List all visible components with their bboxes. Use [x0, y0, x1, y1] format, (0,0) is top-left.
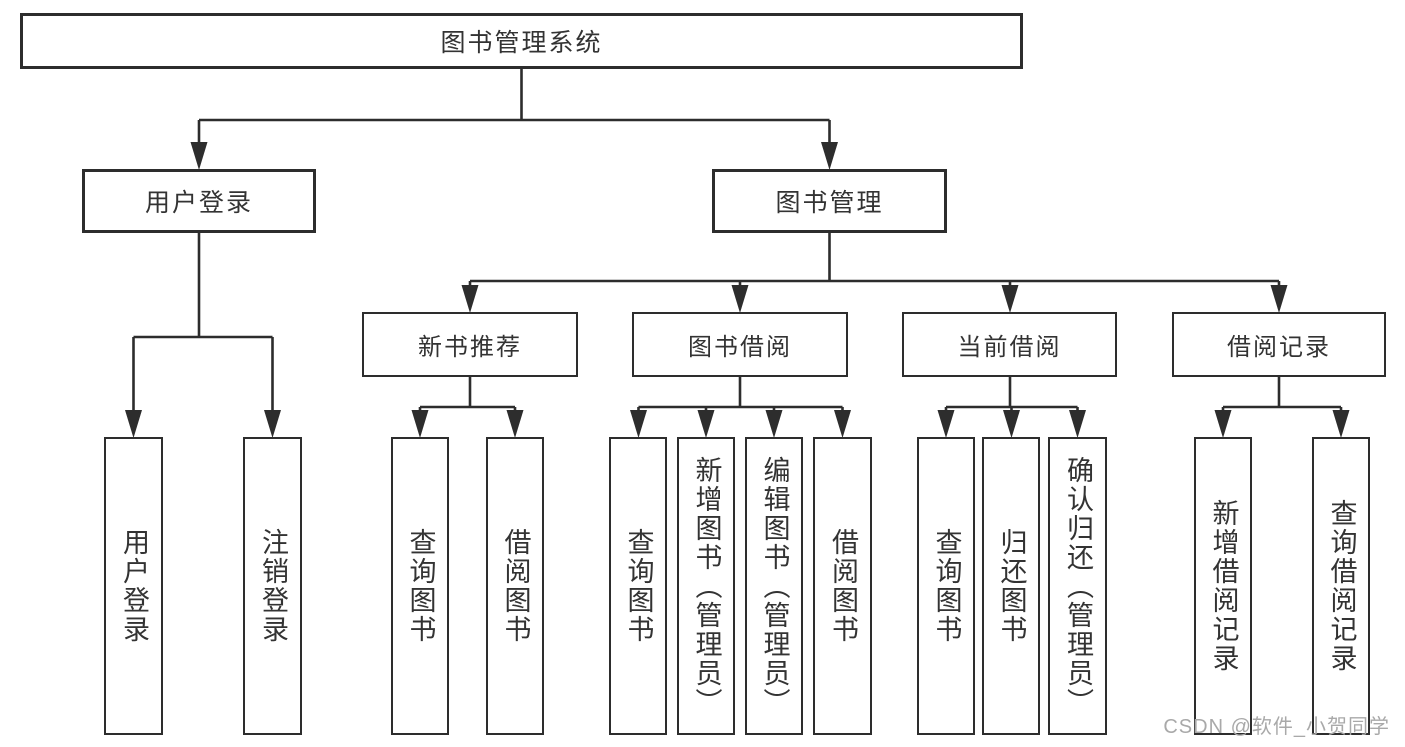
node-label: 注销登录 [258, 528, 288, 644]
node-label: 借阅记录 [1227, 334, 1331, 361]
node-label: 用户登录 [144, 189, 253, 217]
node-label: 新增借阅记录 [1208, 499, 1239, 673]
node-book-borrowing: 图书借阅 [632, 312, 848, 377]
node-label: 当前借阅 [957, 334, 1062, 361]
leaf-edit-book-admin: 编辑图书（管理员） [745, 437, 803, 735]
node-current-borrowing: 当前借阅 [902, 312, 1117, 377]
node-user-login: 用户登录 [82, 169, 316, 233]
node-label: 查询图书 [405, 528, 436, 644]
leaf-return-book: 归还图书 [982, 437, 1040, 735]
node-label: 图书管理系统 [440, 29, 603, 57]
node-label: 图书借阅 [688, 334, 792, 361]
leaf-query-books-recommend: 查询图书 [391, 437, 449, 735]
arrowheads [125, 142, 1350, 438]
node-label: 借阅图书 [500, 528, 531, 644]
csdn-watermark: CSDN @软件_小贺同学 [1163, 716, 1390, 738]
node-library-management-system: 图书管理系统 [20, 13, 1023, 69]
leaf-user-login: 用户登录 [104, 437, 163, 735]
node-new-book-recommend: 新书推荐 [362, 312, 578, 377]
node-label: 用户登录 [119, 528, 149, 644]
node-label: 图书管理 [775, 189, 884, 217]
node-label: 查询图书 [931, 528, 962, 644]
node-label: 新书推荐 [418, 334, 522, 361]
node-label: 借阅图书 [828, 528, 858, 644]
leaf-borrow-books: 借阅图书 [813, 437, 872, 735]
node-label: 确认归还（管理员） [1063, 455, 1093, 717]
leaf-query-books-current: 查询图书 [917, 437, 975, 735]
leaf-borrow-books-recommend: 借阅图书 [486, 437, 544, 735]
leaf-add-book-admin: 新增图书（管理员） [677, 437, 735, 735]
leaf-logout: 注销登录 [243, 437, 302, 735]
leaf-add-borrow-record: 新增借阅记录 [1194, 437, 1252, 735]
leaf-confirm-return-admin: 确认归还（管理员） [1048, 437, 1107, 735]
node-label: 查询图书 [623, 528, 654, 644]
node-borrowing-records: 借阅记录 [1172, 312, 1386, 377]
node-label: 查询借阅记录 [1326, 499, 1357, 673]
leaf-query-books-borrowing: 查询图书 [609, 437, 667, 735]
leaf-query-borrow-record: 查询借阅记录 [1312, 437, 1370, 735]
node-label: 新增图书（管理员） [691, 455, 722, 717]
node-label: 编辑图书（管理员） [759, 455, 790, 717]
node-book-management: 图书管理 [712, 169, 947, 233]
node-label: 归还图书 [996, 528, 1027, 644]
